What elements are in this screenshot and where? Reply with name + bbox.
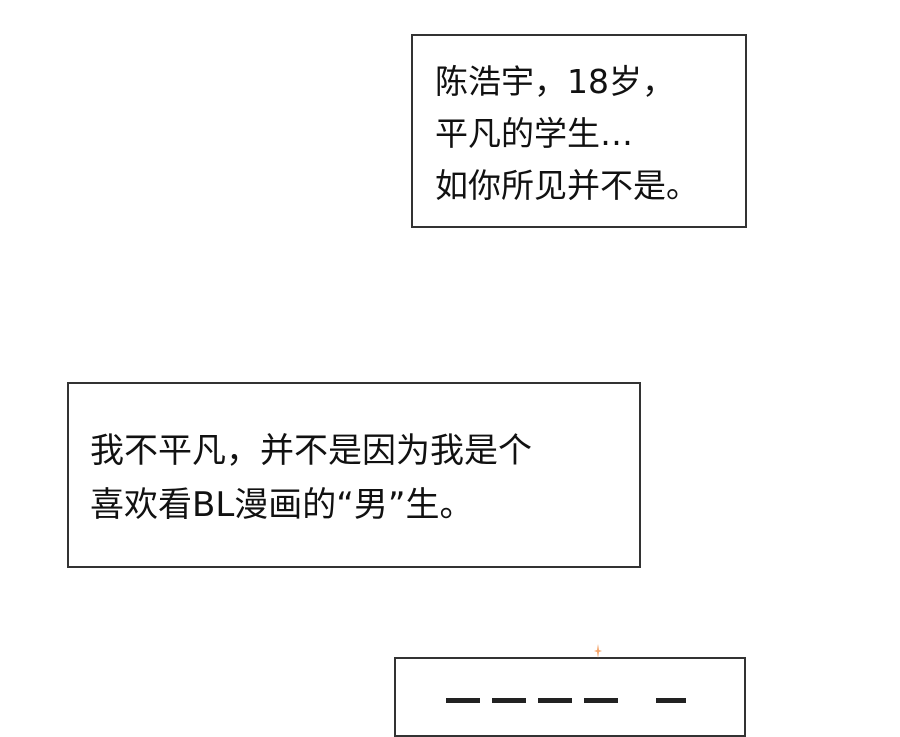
caption-line: 平凡的学生…: [435, 114, 633, 153]
caption-box-partial: [394, 657, 746, 737]
caption-line: 如你所见并不是。: [435, 166, 699, 205]
caption-line: 我不平凡，并不是因为我是个: [90, 431, 532, 471]
cut-text-fragment: [492, 698, 526, 703]
caption-box-intro: 陈浩宇，18岁， 平凡的学生… 如你所见并不是。: [411, 34, 747, 228]
caption-line: 陈浩宇，18岁，: [435, 62, 675, 101]
cut-text-fragment: [656, 698, 686, 703]
caption-box-statement: 我不平凡，并不是因为我是个 喜欢看BL漫画的“男”生。: [67, 382, 641, 568]
cut-text-fragment: [446, 698, 480, 703]
caption-line: 喜欢看BL漫画的“男”生。: [90, 485, 474, 525]
spark-icon: [594, 644, 602, 658]
cut-text-fragment: [584, 698, 618, 703]
cut-text-fragment: [538, 698, 572, 703]
